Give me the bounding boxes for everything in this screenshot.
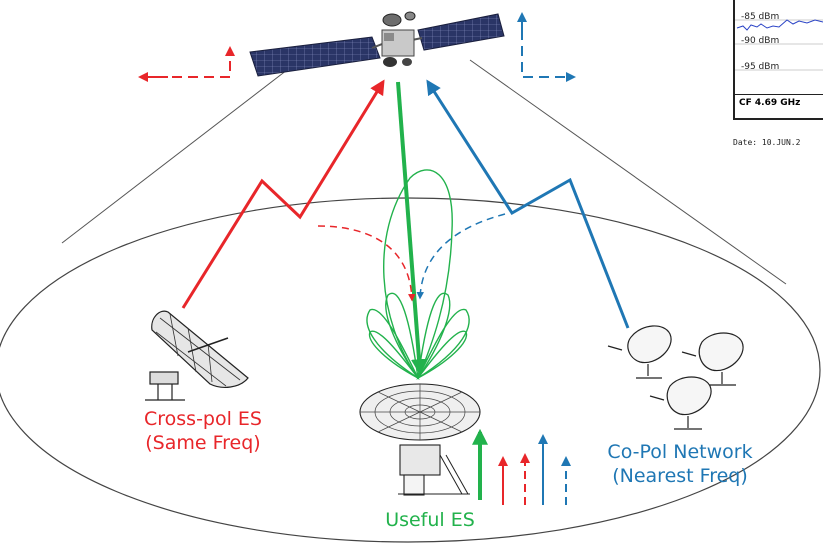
polarization-arrows [472,428,571,505]
cross-pol-subtitle: (Same Freq) [145,432,261,454]
co-pol-interference-curve [416,213,506,300]
co-pol-label: Co-Pol Network (Nearest Freq) [580,440,780,488]
antenna-radiation-pattern [366,169,470,380]
co-pol-path [426,79,630,329]
spectrum-trace [735,19,823,71]
useful-downlink-path [396,81,428,376]
polarization-axes-icon [138,12,576,82]
useful-es-label: Useful ES [385,509,475,531]
cross-pol-title: Cross-pol ES [143,408,262,430]
spectrum-date: Date: 10.JUN.2 [733,138,801,147]
spectrum-inset: -85 dBm -90 dBm -95 dBm CF 4.69 GHz [733,0,823,120]
co-pol-subtitle: (Nearest Freq) [612,465,748,487]
cross-pol-interference-curve [317,225,416,302]
co-pol-title: Co-Pol Network [607,441,753,463]
level-label: -95 dBm [741,62,780,72]
center-frequency: CF 4.69 GHz [739,98,801,108]
satellite-icon [249,11,505,77]
coverage-cone [61,59,787,285]
cross-pol-path [181,79,385,309]
level-label: -85 dBm [741,12,780,22]
useful-dish-icon [359,383,481,496]
level-label: -90 dBm [741,36,780,46]
co-pol-dish-icon [607,325,744,430]
cross-pol-dish-icon [145,310,249,401]
cross-pol-label: Cross-pol ES (Same Freq) [108,407,298,455]
